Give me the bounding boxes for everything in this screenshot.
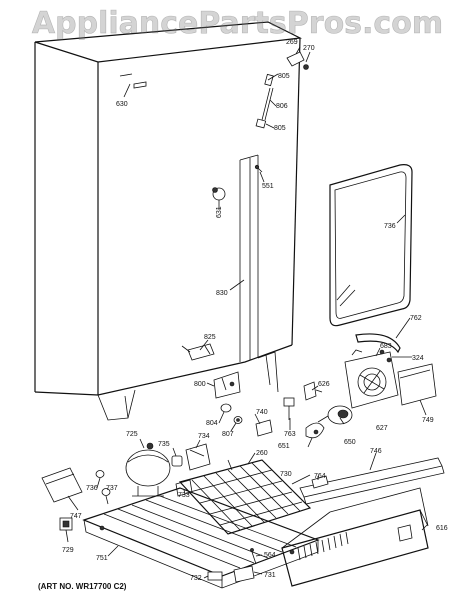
- label-735: 735: [158, 441, 170, 448]
- label-800: 800: [194, 381, 206, 388]
- label-805-bottom: 805: [274, 125, 286, 132]
- label-763: 763: [284, 431, 296, 438]
- label-746: 746: [370, 448, 382, 455]
- label-627: 627: [376, 425, 388, 432]
- label-764: 764: [314, 473, 326, 480]
- label-762: 762: [410, 315, 422, 322]
- label-805-top: 805: [278, 73, 290, 80]
- part-740: [255, 419, 273, 437]
- label-747: 747: [70, 513, 82, 520]
- screw-551: [254, 164, 263, 173]
- grommet-631: [212, 187, 226, 201]
- label-734: 734: [198, 433, 210, 440]
- grommets-736-737: [95, 470, 111, 496]
- gasket-736: [329, 164, 413, 327]
- hinge-805: [255, 73, 274, 129]
- art-number-note: (ART NO. WR17700 C2): [38, 582, 127, 591]
- label-736: 736: [384, 223, 396, 230]
- label-683: 683: [380, 343, 392, 350]
- part-269-270: [286, 46, 311, 70]
- part-735: [171, 455, 183, 467]
- label-650: 650: [344, 439, 356, 446]
- part-763: [283, 397, 295, 420]
- panel-749: [397, 363, 437, 406]
- label-616: 616: [436, 525, 448, 532]
- leader-lines: [65, 73, 428, 579]
- label-806: 806: [276, 103, 288, 110]
- label-737: 737: [106, 485, 118, 492]
- part-764: [311, 475, 329, 489]
- tube-762: [355, 333, 401, 354]
- condenser-coil-730: [178, 459, 312, 535]
- label-807: 807: [222, 431, 234, 438]
- fan-housing-627: [344, 349, 399, 409]
- label-725: 725: [126, 431, 138, 438]
- label-729: 729: [62, 547, 74, 554]
- label-749: 749: [422, 417, 434, 424]
- relay-734: [185, 443, 211, 471]
- label-733: 733: [178, 492, 190, 499]
- divider-mullion: [239, 154, 279, 393]
- label-825: 825: [204, 334, 216, 341]
- part-825: [181, 343, 215, 361]
- parts-732-731: [207, 565, 255, 583]
- label-730: 730: [280, 471, 292, 478]
- compressor-725: [125, 442, 171, 497]
- part-729: [59, 517, 73, 531]
- label-551: 551: [262, 183, 274, 190]
- label-651: 651: [278, 443, 290, 450]
- parts-804-807: [220, 403, 243, 424]
- label-260: 260: [256, 450, 268, 457]
- label-732: 732: [190, 575, 202, 582]
- base-pan-751: [82, 487, 320, 589]
- bracket-800: [213, 371, 241, 399]
- motor-650: [317, 405, 353, 425]
- label-804: 804: [206, 420, 218, 427]
- part-260: [227, 459, 233, 471]
- label-630: 630: [116, 101, 128, 108]
- clip-564: [250, 548, 257, 565]
- label-731: 731: [264, 572, 276, 579]
- label-736-lower: 736: [86, 485, 98, 492]
- label-740: 740: [256, 409, 268, 416]
- part-number-labels: 269 270 630 805 806 805 551 631 736 830 …: [62, 39, 448, 582]
- label-751: 751: [96, 555, 108, 562]
- part-626: [303, 381, 323, 401]
- bracket-747: [41, 467, 83, 503]
- label-324: 324: [412, 355, 424, 362]
- label-270: 270: [303, 45, 315, 52]
- label-830: 830: [216, 290, 228, 297]
- cabinet-case: [34, 21, 303, 421]
- grille-616: [281, 487, 429, 587]
- label-631: 631: [216, 206, 223, 218]
- label-269: 269: [286, 39, 298, 46]
- fan-blade-651: [305, 422, 325, 439]
- label-564: 564: [264, 552, 276, 559]
- label-626: 626: [318, 381, 330, 388]
- rail-746: [299, 457, 445, 505]
